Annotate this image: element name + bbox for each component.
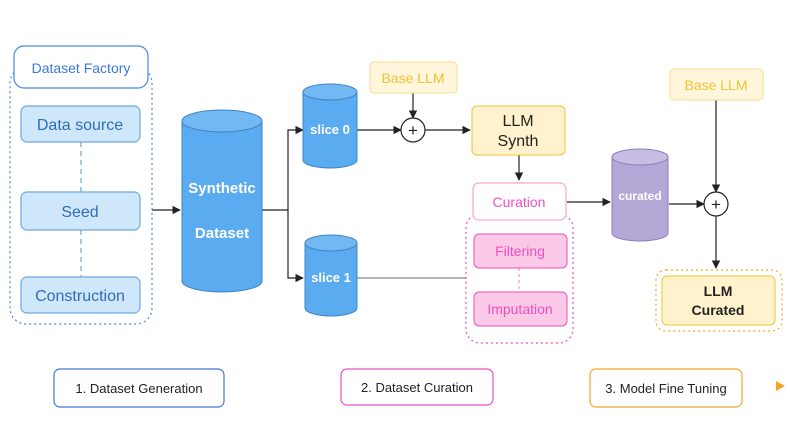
- connectors: [152, 93, 721, 283]
- llm-curated-box: [661, 275, 776, 326]
- base-llm-label-2: Base LLM: [684, 77, 747, 93]
- base-llm-label-1: Base LLM: [381, 70, 444, 86]
- curated-cylinder: curated: [611, 148, 669, 242]
- seed-label: Seed: [61, 204, 98, 221]
- stage-1-box: [53, 368, 225, 408]
- filtering-label: Filtering: [495, 243, 545, 259]
- seed-box: [20, 191, 141, 231]
- base-llm-box-1: Base LLM: [369, 61, 458, 94]
- factory-title: Dataset Factory: [32, 60, 131, 76]
- imputation-box: [473, 291, 568, 327]
- synthetic-label-line2: Dataset: [195, 225, 249, 242]
- slice-1-cylinder: slice 1: [304, 234, 358, 317]
- imputation-label: Imputation: [487, 301, 552, 317]
- llm-synth-line1: LLM: [502, 113, 533, 130]
- plus-circle-1: +: [400, 117, 426, 143]
- stage-2-box: [340, 368, 494, 406]
- data-source-box: [20, 105, 141, 143]
- stage-1-label: 1. Dataset Generation: [75, 381, 202, 396]
- base-llm-box-2: Base LLM: [669, 68, 764, 101]
- synthetic-dataset-cylinder: Synthetic Dataset: [181, 109, 263, 293]
- llm-curated-line1: LLM: [704, 283, 733, 299]
- stage-3-box: [589, 368, 743, 408]
- data-source-label: Data source: [37, 117, 123, 134]
- plus-symbol-2: +: [711, 195, 721, 214]
- synthetic-label-line1: Synthetic: [188, 180, 256, 197]
- plus-symbol-1: +: [408, 121, 418, 140]
- curated-label: curated: [618, 189, 661, 203]
- construction-box: [20, 276, 141, 314]
- curation-dotted-border: [465, 213, 574, 344]
- llm-curated-group: LLM Curated: [655, 269, 783, 332]
- slice-0-cylinder: slice 0: [302, 83, 358, 169]
- llm-curated-dotted-border: [655, 269, 783, 332]
- curation-label: Curation: [493, 194, 546, 210]
- curation-box: [472, 182, 567, 221]
- construction-label: Construction: [35, 288, 125, 305]
- dataset-factory-group: Dataset Factory Data source Seed Constru…: [9, 45, 153, 325]
- timeline: 1. Dataset Generation 2. Dataset Curatio…: [8, 368, 785, 408]
- stage-2-label: 2. Dataset Curation: [361, 380, 473, 395]
- filtering-box: [473, 233, 568, 269]
- llm-curated-line2: Curated: [692, 302, 745, 318]
- plus-circle-2: +: [703, 191, 729, 217]
- curation-group: Curation Filtering Imputation: [465, 182, 574, 344]
- stage-3-label: 3. Model Fine Tuning: [605, 381, 726, 396]
- slice-1-label: slice 1: [311, 270, 351, 285]
- slice-0-label: slice 0: [310, 122, 350, 137]
- timeline-arrowhead: [776, 381, 785, 391]
- factory-title-box: [13, 45, 149, 89]
- llm-synth-line2: Synth: [498, 133, 539, 150]
- llm-synth-box: LLM Synth: [471, 105, 566, 156]
